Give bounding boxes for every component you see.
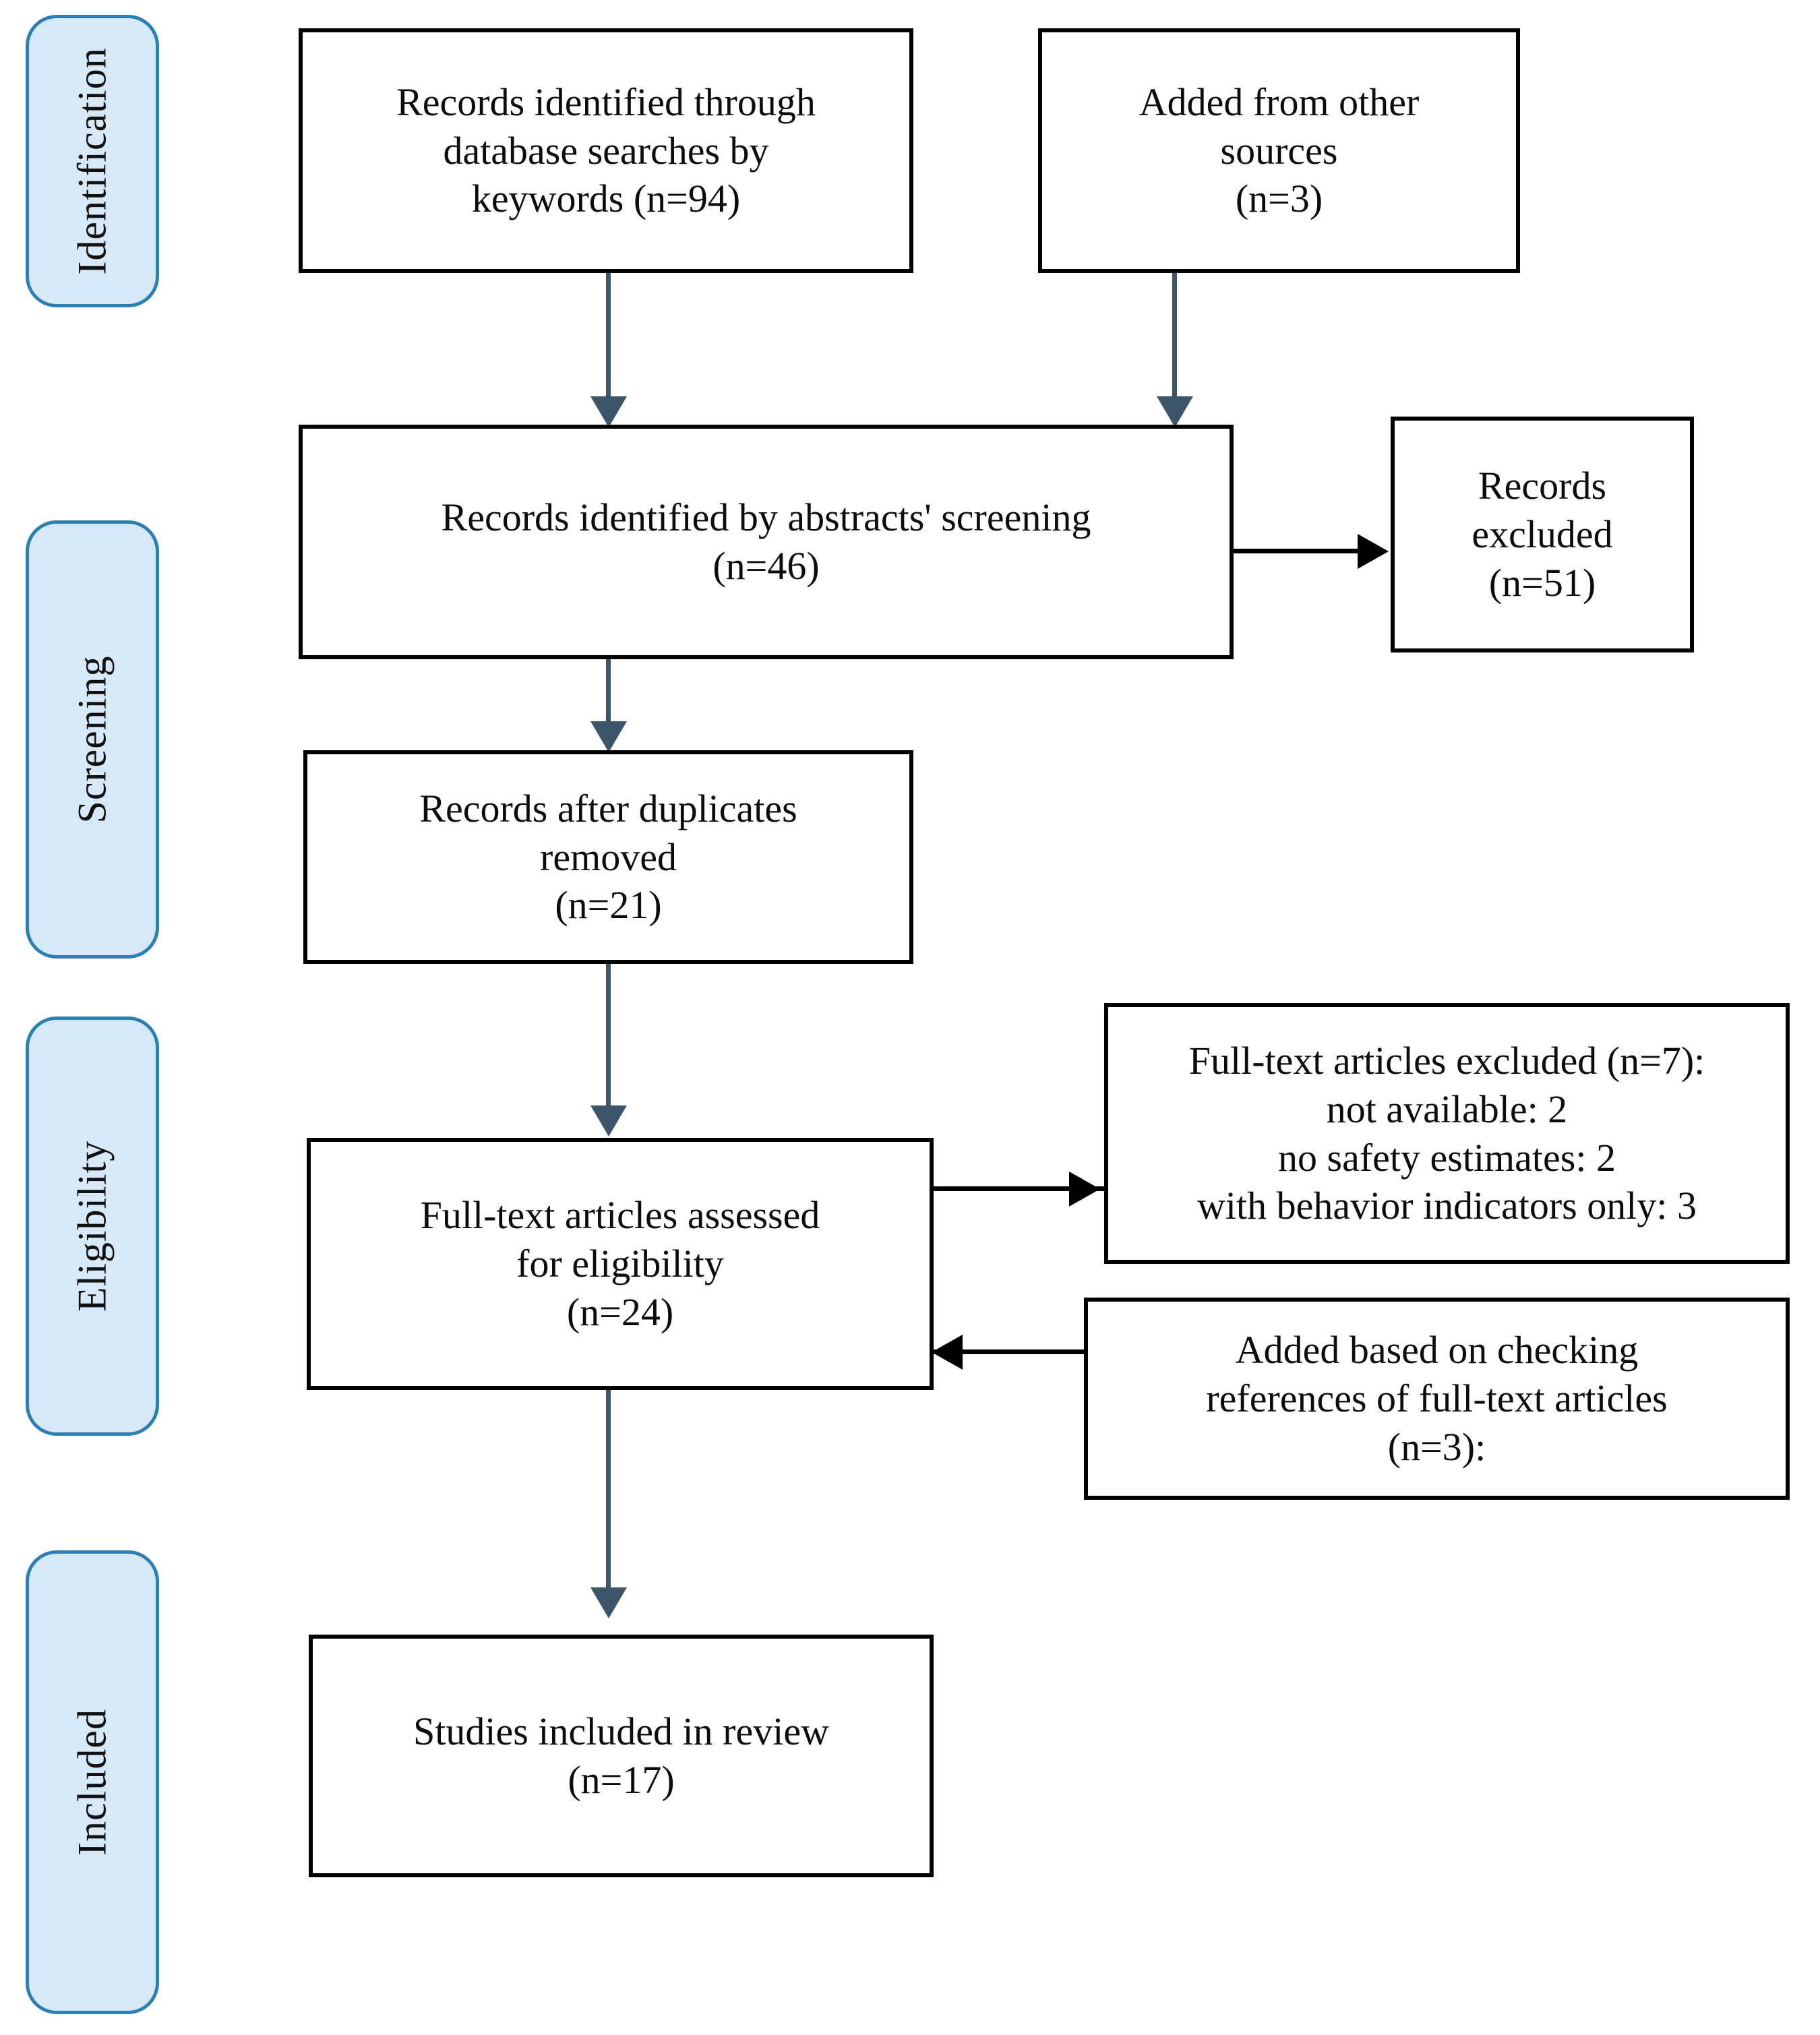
stage-label-included: Included [69, 1709, 115, 1856]
connector-screen-to-duplicates-line [606, 659, 611, 733]
stage-pill-included: Included [26, 1550, 159, 2014]
box-added-other-sources: Added from other sources (n=3) [1038, 28, 1520, 273]
box-fulltext-assessed-text: Full-text articles assessed for eligibil… [420, 1193, 820, 1334]
stage-pill-screening: Screening [26, 520, 159, 959]
connector-other-to-screen-line [1172, 273, 1177, 404]
stage-pill-identification: Identification [26, 15, 159, 307]
connector-screen-to-excluded-line [1234, 549, 1365, 553]
box-fulltext-excluded-text: Full-text articles excluded (n=7): not a… [1188, 1038, 1705, 1228]
box-records-after-duplicates: Records after duplicates removed (n=21) [303, 750, 913, 964]
stage-label-identification: Identification [69, 47, 115, 275]
connector-duplicates-to-fulltext-arrow [590, 1105, 627, 1136]
connector-screen-to-excluded-arrow [1358, 534, 1389, 569]
connector-screen-to-duplicates-arrow [590, 721, 627, 752]
connector-other-to-screen-arrow [1157, 396, 1193, 427]
box-added-other-sources-text: Added from other sources (n=3) [1139, 80, 1420, 221]
box-added-from-references-text: Added based on checking references of fu… [1206, 1328, 1668, 1469]
box-fulltext-assessed: Full-text articles assessed for eligibil… [307, 1138, 934, 1390]
box-added-from-references: Added based on checking references of fu… [1084, 1298, 1790, 1500]
connector-references-to-fulltext-arrow [932, 1335, 963, 1370]
stage-pill-eligibility: Eligibility [26, 1016, 159, 1436]
box-fulltext-excluded: Full-text articles excluded (n=7): not a… [1104, 1003, 1790, 1264]
box-records-after-duplicates-text: Records after duplicates removed (n=21) [419, 786, 797, 928]
box-records-abstract-screening: Records identified by abstracts' screeni… [299, 425, 1234, 659]
box-records-abstract-screening-text: Records identified by abstracts' screeni… [441, 495, 1091, 588]
box-studies-included: Studies included in review (n=17) [309, 1635, 934, 1877]
connector-references-to-fulltext-line [934, 1349, 1087, 1354]
connector-duplicates-to-fulltext-line [606, 964, 611, 1109]
box-records-identified-database: Records identified through database sear… [299, 28, 913, 273]
connector-fulltext-to-included-line [606, 1390, 611, 1592]
box-records-identified-database-text: Records identified through database sear… [396, 80, 816, 221]
connector-db-to-screen-line [606, 273, 611, 404]
connector-fulltext-to-included-arrow [590, 1587, 627, 1618]
box-records-excluded-text: Records excluded (n=51) [1472, 464, 1613, 605]
connector-fulltext-to-excluded-line [934, 1186, 1112, 1191]
connector-fulltext-to-excluded-arrow [1069, 1172, 1100, 1207]
stage-label-screening: Screening [69, 655, 115, 824]
box-studies-included-text: Studies included in review (n=17) [413, 1709, 829, 1802]
box-records-excluded: Records excluded (n=51) [1391, 417, 1694, 652]
stage-label-eligibility: Eligibility [69, 1140, 115, 1312]
connector-db-to-screen-arrow [590, 396, 627, 427]
